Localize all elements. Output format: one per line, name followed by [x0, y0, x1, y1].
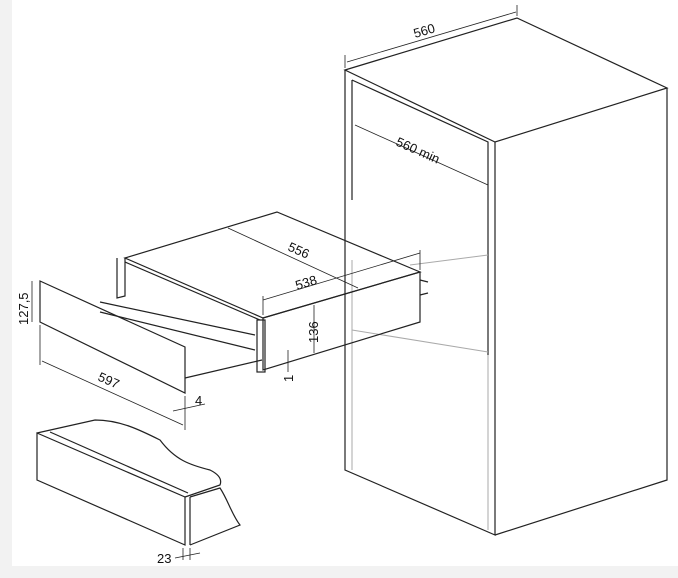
dim-label-23: 23: [157, 551, 171, 566]
dim-panel-thickness: 23: [157, 548, 201, 566]
drawer-front-panel: [39, 280, 186, 394]
dim-gap: 1: [281, 350, 296, 382]
dim-panel-offset: 4: [172, 393, 206, 412]
dim-panel-height: 127,5: [16, 281, 33, 325]
dim-label-538: 538: [293, 272, 318, 293]
dim-label-136: 136: [306, 321, 321, 343]
cabinet: [343, 17, 669, 536]
dim-housing-width: 538: [262, 250, 421, 315]
dim-label-560: 560: [412, 20, 437, 40]
dim-label-127-5: 127,5: [16, 292, 31, 325]
dim-label-1: 1: [281, 375, 296, 382]
dim-cabinet-width: 560: [344, 5, 518, 68]
dim-housing-height: 136: [306, 305, 321, 353]
drawer-detail: [36, 419, 241, 546]
dim-label-4: 4: [195, 393, 202, 408]
drawer-housing: [99, 211, 429, 379]
